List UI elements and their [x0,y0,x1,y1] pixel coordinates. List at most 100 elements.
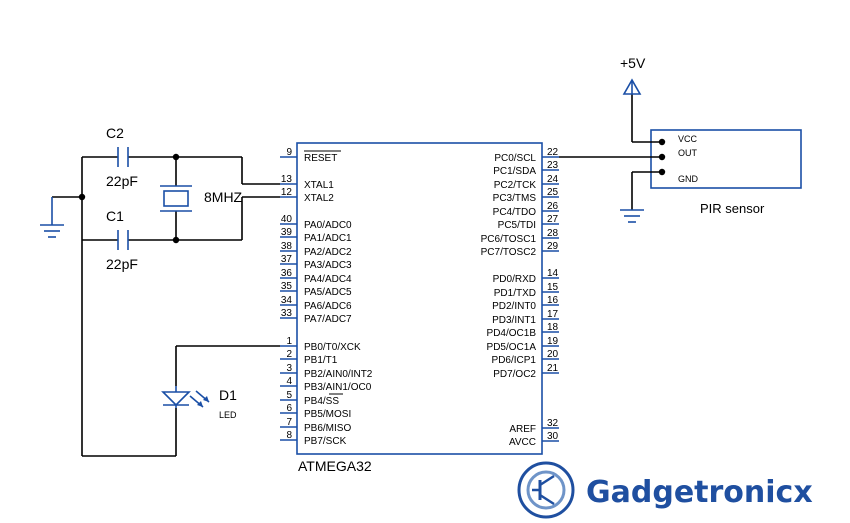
led-type: LED [219,410,237,420]
pin-label: XTAL1 [304,180,334,191]
pin-label: PC2/TCK [494,180,537,191]
supply-label: +5V [620,55,646,71]
pin-label: PB6/MISO [304,423,351,434]
pin-label: PD1/TXD [494,288,536,299]
c1-value: 22pF [106,256,138,272]
pin-number: 40 [281,214,293,225]
led-circuit [82,345,280,457]
crystal-oscillator: 8MHZ [160,157,243,240]
pin-number: 18 [547,322,559,333]
pin-number: 9 [286,147,292,158]
pin-number: 14 [547,268,559,279]
pin-label: PC6/TOSC1 [481,234,537,245]
pin-number: 13 [281,174,293,185]
pin-label: PB3/AIN1/OC0 [304,382,372,393]
pin-label: XTAL2 [304,193,334,204]
pin-number: 5 [286,390,292,401]
pin-label: PD2/INT0 [492,301,536,312]
pin-number: 32 [547,418,559,429]
ground-symbol-left [40,197,64,238]
pin-number: 19 [547,336,559,347]
pin-number: 29 [547,241,559,252]
pir-pin-gnd: GND [678,174,699,184]
pin-number: 6 [286,403,292,414]
pin-number: 36 [281,268,293,279]
pin-number: 2 [286,349,292,360]
pin-label: PB7/SCK [304,436,347,447]
pin-label: PC7/TOSC2 [481,247,537,258]
pin-number: 26 [547,201,559,212]
pin-label: PD4/OC1B [487,328,537,339]
pin-number: 17 [547,309,559,320]
capacitor-c2: C2 22pF [106,125,138,189]
pir-sensor: VCC OUT GND PIR sensor [559,94,802,216]
pin-number: 38 [281,241,293,252]
pin-label: PA5/ADC5 [304,287,352,298]
pin-label: PC0/SCL [494,153,536,164]
pin-label: PB0/T0/XCK [304,342,361,353]
pin-label: PC4/TDO [493,207,537,218]
pin-label: PA3/ADC3 [304,260,352,271]
crystal-value: 8MHZ [204,189,243,205]
pin-label: PB2/AIN0/INT2 [304,369,373,380]
pin-number: 1 [286,336,292,347]
pir-sensor-title: PIR sensor [700,201,765,216]
pin-label: PC1/SDA [493,166,536,177]
pin-number: 7 [286,417,292,428]
pin-label: PD0/RXD [493,274,536,285]
mcu-left-pins: 9RESET13XTAL112XTAL240PA0/ADC039PA1/ADC1… [280,147,373,447]
led-d1: D1 LED [161,386,237,420]
supply-5v-symbol: +5V [620,55,646,95]
pin-number: 21 [547,363,559,374]
c2-value: 22pF [106,173,138,189]
pin-number: 28 [547,228,559,239]
pin-number: 15 [547,282,559,293]
pin-number: 16 [547,295,559,306]
pin-number: 12 [281,187,293,198]
pir-pin-vcc: VCC [678,134,698,144]
pir-sensor-body [650,129,802,189]
led-name: D1 [219,387,237,403]
pin-number: 27 [547,214,559,225]
pin-number: 30 [547,431,559,442]
pin-number: 25 [547,187,559,198]
mcu-right-pins: 22PC0/SCL23PC1/SDA24PC2/TCK25PC3/TMS26PC… [481,147,559,448]
pin-label: PD5/OC1A [487,342,537,353]
pin-number: 20 [547,349,559,360]
pin-number: 24 [547,174,559,185]
pin-number: 23 [547,160,559,171]
pin-number: 22 [547,147,559,158]
pin-label: PB1/T1 [304,355,338,366]
mcu-body [296,142,543,455]
pin-label: PA4/ADC4 [304,274,352,285]
ground-symbol-sensor [620,209,644,223]
